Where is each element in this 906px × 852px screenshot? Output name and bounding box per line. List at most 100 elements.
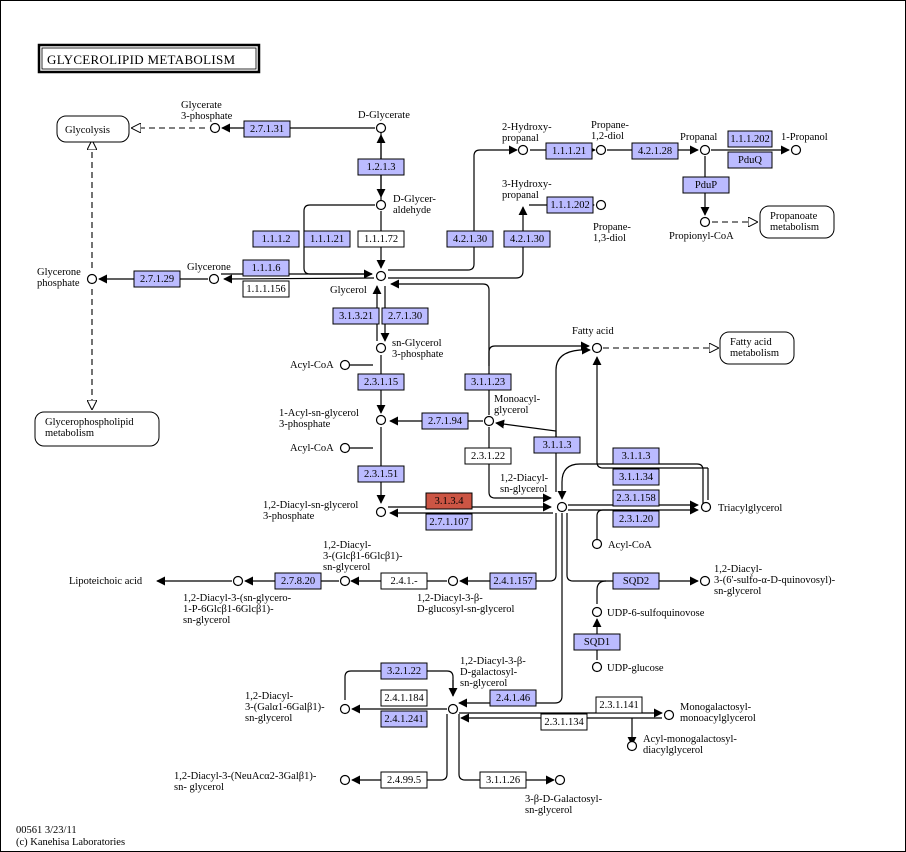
enzyme-box-2-4-99-5[interactable]: 2.4.99.5	[380, 771, 428, 789]
enzyme-label: 2.3.1.134	[544, 717, 584, 728]
enzyme-label: 2.7.1.31	[250, 124, 284, 135]
enzyme-box-2-3-1-141[interactable]: 2.3.1.141	[595, 696, 643, 714]
enzyme-box-1-1-1-156[interactable]: 1.1.1.156	[242, 280, 290, 298]
enzyme-box-SQD2[interactable]: SQD2	[612, 572, 660, 590]
enzyme-box-1-2-1-3[interactable]: 1.2.1.3	[357, 158, 405, 176]
enzyme-box-1-1-1-21[interactable]: 1.1.1.21	[545, 142, 593, 160]
compound-dglyceraldehyde[interactable]: D-Glycer-aldehyde	[375, 194, 437, 216]
enzyme-box-2-7-8-20[interactable]: 2.7.8.20	[274, 572, 322, 590]
compound-acylcoa1[interactable]: Acyl-CoA	[290, 359, 351, 371]
enzyme-box-2-3-1-22[interactable]: 2.3.1.22	[464, 447, 512, 465]
compound-acylmonogal[interactable]: Acyl-monogalactosyl-diacylglycerol	[626, 734, 738, 756]
enzyme-box-3-1-1-3[interactable]: 3.1.1.3	[612, 447, 660, 465]
enzyme-label: 2.4.1.46	[496, 693, 530, 704]
enzyme-box-3-1-3-4[interactable]: 3.1.3.4	[425, 492, 473, 510]
compound-hydroxypropanal2[interactable]: 2-Hydroxy-propanal	[502, 122, 552, 156]
enzyme-label: 2.7.1.94	[428, 416, 463, 427]
enzyme-box-2-7-1-107[interactable]: 2.7.1.107	[425, 513, 473, 531]
compound-galactosyl[interactable]: 1,2-Diacyl-3-β-D-galactosyl-sn-glycerol	[447, 656, 527, 715]
enzyme-box-3-1-1-3[interactable]: 3.1.1.3	[533, 436, 581, 454]
compound-galactosyl3b[interactable]: 3-β-D-Galactosyl-sn-glycerol	[525, 774, 603, 817]
compound-acylcoa3[interactable]: Acyl-CoA	[591, 538, 653, 552]
enzyme-box-3-1-1-26[interactable]: 3.1.1.26	[479, 771, 527, 789]
enzyme-box-1-1-1-6[interactable]: 1.1.1.6	[242, 259, 290, 277]
compound-udpglucose[interactable]: UDP-glucose	[591, 661, 664, 675]
enzyme-box-1-1-1-202[interactable]: 1.1.1.202	[727, 130, 773, 148]
compound-propanol1[interactable]: 1-Propanol	[781, 132, 828, 156]
compound-neuac[interactable]: 1,2-Diacyl-3-(NeuAcα2-3Galβ1)-sn- glycer…	[174, 771, 351, 793]
enzyme-box-PduP[interactable]: PduP	[682, 176, 730, 194]
compound-monoacylglycerol[interactable]: Monoacyl-glycerol	[483, 394, 541, 427]
enzyme-box-2-3-1-15[interactable]: 2.3.1.15	[357, 373, 405, 391]
enzyme-box-2-3-1-20[interactable]: 2.3.1.20	[612, 510, 660, 528]
enzyme-box-2-4-1-46[interactable]: 2.4.1.46	[489, 689, 537, 707]
enzyme-box-2-7-1-94[interactable]: 2.7.1.94	[421, 412, 469, 430]
compound-propionylcoa[interactable]: Propionyl-CoA	[669, 216, 734, 243]
compound-triacylglycerol[interactable]: Triacylglycerol	[700, 501, 783, 515]
compound-glycerone[interactable]: Glycerone	[187, 262, 231, 285]
compound-label: Propane-	[591, 120, 629, 131]
footer-code: 00561 3/23/11	[16, 825, 77, 836]
compound-propanediol13[interactable]: Propane-1,3-diol	[593, 199, 631, 245]
enzyme-box-4-2-1-30[interactable]: 4.2.1.30	[446, 230, 494, 248]
compound-fattyacid[interactable]: Fatty acid	[572, 326, 614, 354]
enzyme-box-3-1-3-21[interactable]: 3.1.3.21	[332, 307, 380, 325]
compound-acylcoa2[interactable]: Acyl-CoA	[290, 442, 351, 454]
enzyme-box-2-4-1--[interactable]: 2.4.1.-	[380, 572, 428, 590]
compound-label: 3-Hydroxy-	[502, 179, 552, 190]
enzyme-label: 2.3.1.15	[364, 377, 398, 388]
enzyme-box-1-1-1-202[interactable]: 1.1.1.202	[546, 196, 594, 214]
compound-glcpglc[interactable]: 1,2-Diacyl-3-(sn-glycero-1-P-6Glcβ1-6Glc…	[183, 575, 292, 627]
compound-monogalmono[interactable]: Monogalactosyl-monoacylglycerol	[663, 702, 756, 724]
compound-dglycerate[interactable]: D-Glycerate	[358, 110, 410, 134]
compound-label: aldehyde	[393, 205, 431, 216]
compound-propanal[interactable]: Propanal	[680, 132, 717, 156]
compound-sulfoquinovosyl[interactable]: 1,2-Diacyl-3-(6'-sulfo-α-D-quinovosyl)-s…	[699, 564, 836, 597]
enzyme-box-2-3-1-134[interactable]: 2.3.1.134	[540, 713, 588, 731]
enzyme-box-3-1-1-23[interactable]: 3.1.1.23	[464, 373, 512, 391]
compound-diacylsnglycerol[interactable]: 1,2-Diacyl-sn-glycerol	[500, 473, 568, 513]
compound-label: 1-P-6Glcβ1-6Glcβ1)-	[183, 604, 274, 615]
compound-udpsulfo[interactable]: UDP-6-sulfoquinovose	[591, 606, 705, 620]
enzyme-label: 2.7.1.30	[388, 311, 422, 322]
enzyme-label: 1.1.1.21	[310, 234, 344, 245]
enzyme-box-PduQ[interactable]: PduQ	[727, 151, 773, 169]
compound-propanediol12[interactable]: Propane-1,2-diol	[591, 120, 629, 156]
compound-glcglc[interactable]: 1,2-Diacyl-3-(Glcβ1-6Glcβ1)-sn-glycerol	[323, 540, 403, 587]
enzyme-box-4-2-1-30[interactable]: 4.2.1.30	[503, 230, 551, 248]
compound-glucosyl[interactable]: 1,2-Diacyl-3-β-D-glucosyl-sn-glycerol	[417, 575, 514, 616]
map-link-glycolysis[interactable]: Glycolysis	[56, 115, 130, 143]
enzyme-box-3-1-1-34[interactable]: 3.1.1.34	[612, 468, 660, 486]
enzyme-box-1-1-1-2[interactable]: 1.1.1.2	[252, 230, 300, 248]
enzyme-box-2-7-1-30[interactable]: 2.7.1.30	[381, 307, 429, 325]
enzyme-box-2-4-1-184[interactable]: 2.4.1.184	[380, 689, 428, 707]
compound-glycerol[interactable]: Glycerol	[330, 270, 387, 297]
compound-galgal[interactable]: 1,2-Diacyl-3-(Galα1-6Galβ1)-sn-glycerol	[245, 691, 351, 724]
compound-label: Acyl-monogalactosyl-	[643, 734, 737, 745]
compound-hydroxypropanal3[interactable]: 3-Hydroxy-propanal	[502, 179, 552, 201]
enzyme-box-2-4-1-157[interactable]: 2.4.1.157	[489, 572, 537, 590]
enzyme-box-1-1-1-21[interactable]: 1.1.1.21	[303, 230, 351, 248]
enzyme-box-1-1-1-72[interactable]: 1.1.1.72	[357, 230, 405, 248]
enzyme-box-2-3-1-51[interactable]: 2.3.1.51	[357, 465, 405, 483]
compound-label: 1,2-Diacyl-	[323, 540, 372, 551]
compound-label: UDP-6-sulfoquinovose	[607, 608, 705, 619]
compound-label: propanal	[502, 190, 539, 201]
compound-lipoteichoic[interactable]: Lipoteichoic acid	[69, 576, 143, 587]
enzyme-box-3-2-1-22[interactable]: 3.2.1.22	[380, 662, 428, 680]
enzyme-box-4-2-1-28[interactable]: 4.2.1.28	[631, 142, 679, 160]
compound-label: sn- glycerol	[174, 782, 224, 793]
enzyme-box-2-7-1-29[interactable]: 2.7.1.29	[133, 270, 181, 288]
enzyme-box-SQD1[interactable]: SQD1	[573, 633, 621, 651]
enzyme-box-2-7-1-31[interactable]: 2.7.1.31	[243, 120, 291, 138]
enzyme-box-2-4-1-241[interactable]: 2.4.1.241	[380, 710, 428, 728]
enzyme-box-2-3-1-158[interactable]: 2.3.1.158	[612, 489, 660, 507]
